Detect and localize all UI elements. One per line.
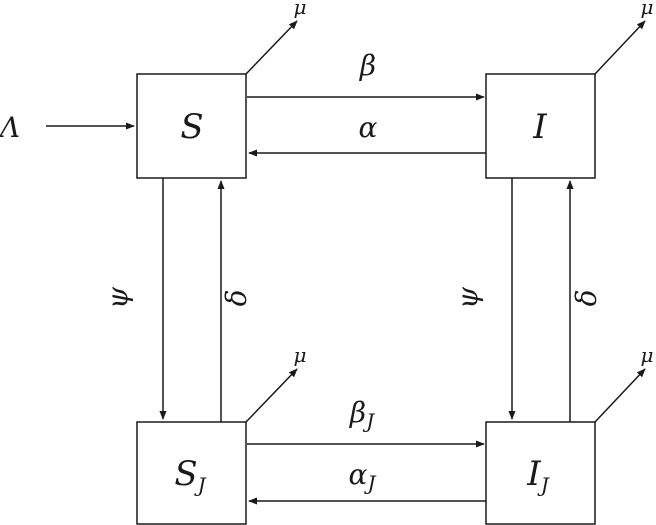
- edge-alpha-j-label: αJ: [349, 458, 377, 495]
- edge-mu-s-label: μ: [294, 0, 307, 19]
- edge-mu-ij-label: μ: [641, 343, 654, 367]
- edge-mu-sj-arrow: [245, 368, 298, 423]
- edge-psi-right-label: ψ: [451, 286, 484, 309]
- edge-mu-i-label: μ: [641, 0, 654, 19]
- node-ij-label: IJ: [526, 454, 549, 497]
- edge-delta-right-label: δ: [570, 290, 603, 307]
- edge-delta-left-label: δ: [220, 290, 253, 307]
- edge-alpha-label: α: [359, 111, 378, 144]
- edge-mu-i-arrow: [594, 20, 646, 75]
- edge-mu-sj-label: μ: [294, 343, 307, 367]
- node-sj-box: [136, 421, 247, 525]
- node-s-label: S: [180, 107, 203, 147]
- edge-beta-label: β: [359, 49, 376, 82]
- edge-beta-j-label: βJ: [349, 396, 375, 433]
- edge-psi-left-label: ψ: [101, 286, 134, 309]
- node-sj-label: SJ: [174, 454, 206, 497]
- node-i-box: [485, 73, 596, 179]
- edge-mu-s-arrow: [245, 20, 298, 75]
- edge-lambda-label: Λ: [0, 111, 20, 144]
- node-s-box: [136, 73, 247, 179]
- node-i-label: I: [532, 107, 547, 147]
- node-ij-box: [485, 421, 596, 525]
- edge-mu-ij-arrow: [594, 368, 646, 423]
